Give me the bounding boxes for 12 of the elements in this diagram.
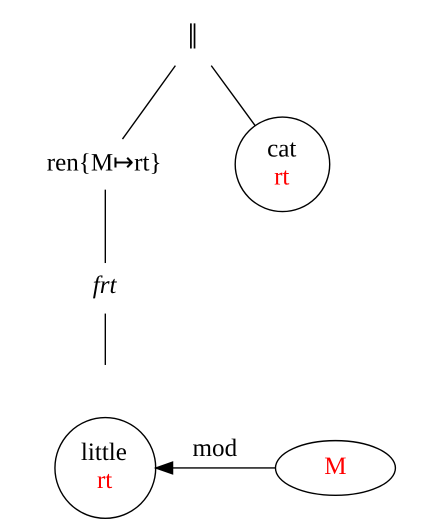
node-ellipse: M (274, 440, 396, 496)
connector (210, 65, 256, 126)
node-circle: cat rt (234, 116, 330, 212)
connector (122, 65, 176, 140)
connector (104, 314, 106, 365)
arrow (154, 461, 276, 475)
connector (104, 190, 106, 264)
node-circle: little rt (54, 416, 156, 520)
node-text: ren{M↦rt} (46, 149, 162, 176)
node-text: ‖ (188, 16, 198, 56)
edge-label: mod (192, 434, 238, 462)
node-text: frt (92, 272, 116, 300)
